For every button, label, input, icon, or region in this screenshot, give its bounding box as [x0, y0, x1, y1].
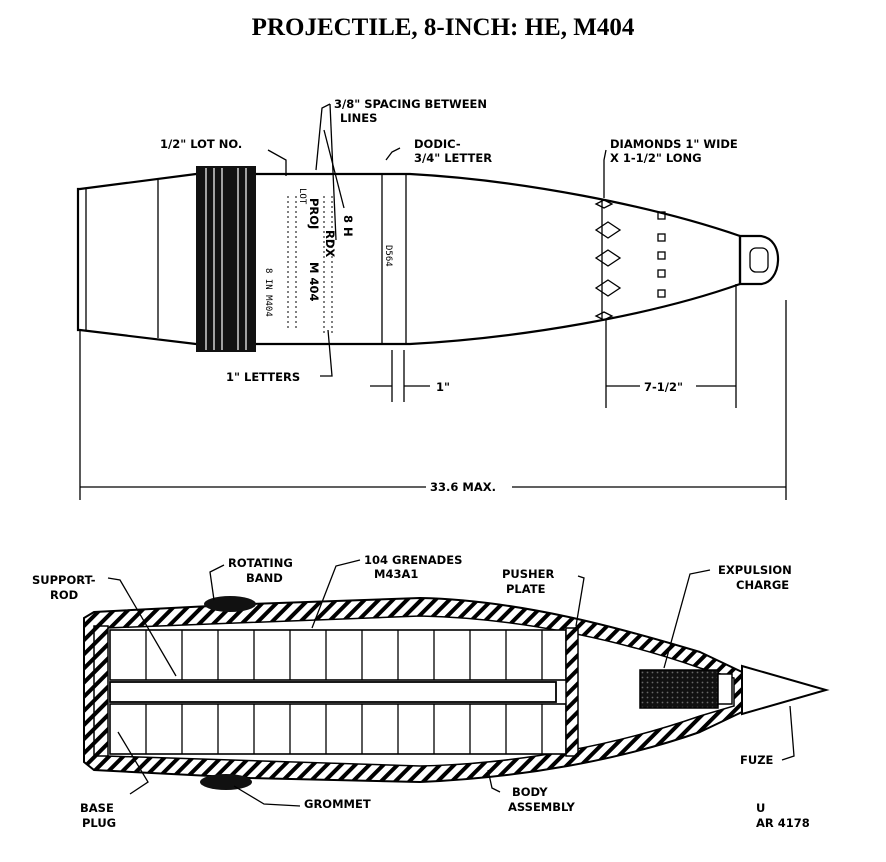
label-expulsion: EXPULSION: [718, 563, 792, 577]
label-spacing: 3/8" SPACING BETWEEN: [334, 97, 487, 111]
label-ref-2: AR 4178: [756, 816, 810, 830]
label-letters: 1" LETTERS: [226, 370, 300, 384]
support-rod: [109, 681, 557, 703]
grommet-section: [200, 774, 252, 790]
fuze: [741, 664, 830, 716]
section-leader-lines: [107, 559, 795, 807]
grenade-dividers: [145, 630, 543, 754]
label-ref-1: U: [756, 801, 765, 815]
pusher-plate: [565, 627, 579, 757]
marking-dots: [287, 196, 333, 336]
projectile-section-view: SUPPORT- ROD ROTATING BAND 104 GRENADES …: [32, 553, 830, 830]
label-rotating-band: ROTATING: [228, 556, 293, 570]
diamond-markings: [594, 199, 622, 321]
label-overall: 33.6 MAX.: [430, 480, 496, 494]
label-dim-1in: 1": [436, 380, 450, 394]
label-dim-7half: 7-1/2": [644, 380, 683, 394]
page-title: PROJECTILE, 8-INCH: HE, M404: [251, 14, 635, 41]
marking-rdx: RDX: [323, 230, 337, 257]
expulsion-charge: [639, 669, 719, 709]
label-base-plug-2: PLUG: [82, 816, 116, 830]
projectile-outline: [76, 172, 742, 346]
marking-dodic: D564: [383, 245, 393, 267]
top-leader-lines: [267, 103, 607, 377]
label-base-plug: BASE: [80, 801, 114, 815]
projectile-exterior-view: LOT PROJ RDX 8 H M 404 D564 8 IN M404: [76, 97, 787, 500]
marking-bh: 8 H: [341, 215, 355, 237]
label-pusher-plate: PUSHER: [502, 567, 555, 581]
label-dodic: DODIC-: [414, 137, 461, 151]
lifting-plug: [738, 234, 780, 286]
label-rotating-band-2: BAND: [246, 571, 283, 585]
label-body-assembly: BODY: [512, 785, 548, 799]
rotating-band: [196, 166, 256, 352]
label-body-assembly-2: ASSEMBLY: [508, 800, 576, 814]
label-support-rod-2: ROD: [50, 588, 78, 602]
label-grommet: GROMMET: [304, 797, 371, 811]
marking-m404: M 404: [307, 262, 321, 301]
label-spacing-2: LINES: [340, 111, 377, 125]
label-diamonds-2: X 1-1/2" LONG: [610, 151, 702, 165]
base-plug: [93, 625, 109, 757]
marking-proj: PROJ: [307, 198, 321, 229]
rotating-band-grooves: [205, 168, 247, 350]
label-diamonds: DIAMONDS 1" WIDE: [610, 137, 738, 151]
dimension-lines: [79, 284, 787, 500]
label-lot: 1/2" LOT NO.: [160, 137, 242, 151]
label-expulsion-2: CHARGE: [736, 578, 789, 592]
label-fuze: FUZE: [740, 753, 774, 767]
label-grenades-2: M43A1: [374, 567, 418, 581]
square-markings: [657, 211, 666, 298]
rotating-band-section: [204, 596, 256, 612]
marking-side-code: 8 IN M404: [263, 268, 273, 317]
label-dodic-2: 3/4" LETTER: [414, 151, 492, 165]
label-grenades: 104 GRENADES: [364, 553, 462, 567]
lifting-plug-eye: [749, 247, 769, 273]
marking-lot: LOT: [297, 188, 307, 205]
label-pusher-plate-2: PLATE: [506, 582, 546, 596]
label-support-rod: SUPPORT-: [32, 573, 96, 587]
expulsion-cup: [717, 673, 733, 705]
